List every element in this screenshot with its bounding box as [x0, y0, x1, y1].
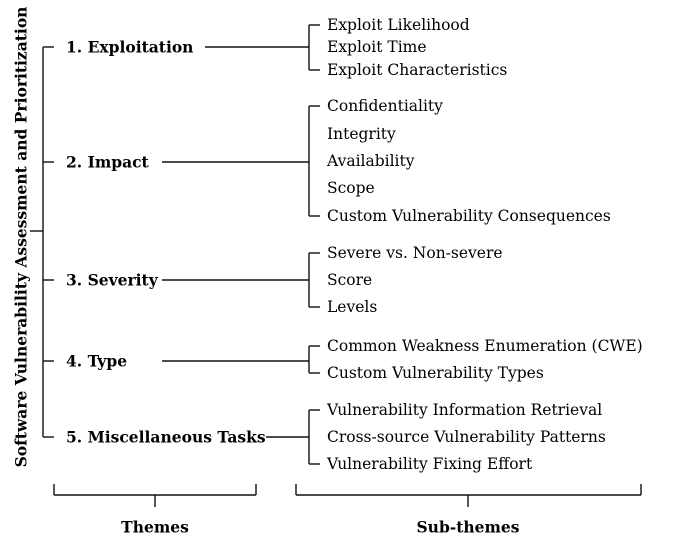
subthemes-footer-label: Sub-themes [416, 518, 519, 537]
subtheme-item: Common Weakness Enumeration (CWE) [327, 337, 643, 355]
subtheme-list: Exploit Likelihood Exploit Time Exploit … [326, 16, 643, 473]
subtheme-item: Exploit Time [327, 38, 427, 56]
subtheme-item: Availability [326, 152, 415, 170]
subtheme-item: Custom Vulnerability Types [327, 364, 544, 382]
subtheme-item: Severe vs. Non-severe [327, 244, 503, 262]
subtheme-item: Exploit Characteristics [327, 61, 507, 79]
subtheme-item: Custom Vulnerability Consequences [327, 207, 611, 225]
subtheme-item: Levels [327, 298, 377, 316]
subtheme-item: Vulnerability Information Retrieval [326, 401, 602, 419]
root-bracket [30, 46, 54, 438]
subtheme-item: Integrity [327, 125, 396, 143]
theme-exploitation-label: 1. Exploitation [66, 38, 193, 57]
theme-misc-label: 5. Miscellaneous Tasks [66, 428, 266, 447]
themes-footer-label: Themes [121, 518, 189, 537]
theme-impact-label: 2. Impact [66, 153, 150, 172]
theme-type-label: 4. Type [66, 352, 127, 371]
subtheme-item: Confidentiality [327, 97, 443, 115]
themes-group-bracket [53, 484, 257, 507]
root-title: Software Vulnerability Assessment and Pr… [12, 7, 31, 468]
subtheme-item: Score [327, 271, 372, 289]
subthemes-group-bracket [295, 484, 642, 507]
subtheme-item: Cross-source Vulnerability Patterns [327, 428, 606, 446]
subtheme-item: Vulnerability Fixing Effort [326, 455, 533, 473]
theme-severity-label: 3. Severity [66, 271, 159, 290]
subtheme-item: Scope [327, 179, 375, 197]
theme-connectors [162, 46, 309, 438]
subtheme-item: Exploit Likelihood [327, 16, 470, 34]
subtheme-brackets [308, 24, 320, 465]
